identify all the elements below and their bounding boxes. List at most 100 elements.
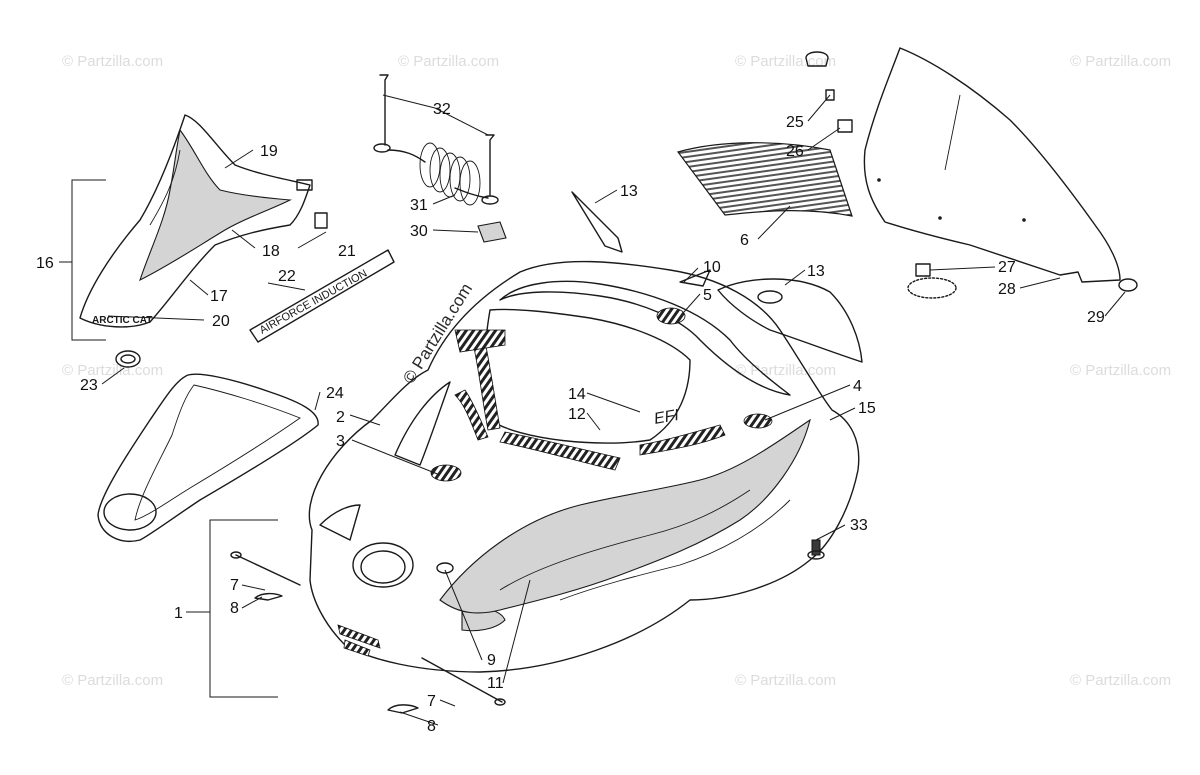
pin-7-upper-head [230, 551, 242, 559]
windshield [863, 47, 1121, 283]
callout-16: 16 [36, 255, 54, 272]
efi-badge: EFI [653, 407, 681, 428]
watermark-text: © Partzilla.com [1070, 53, 1171, 70]
callout-32: 32 [433, 101, 451, 118]
bracket-1 [209, 519, 278, 698]
watermark-grid: © Partzilla.com © Partzilla.com © Partzi… [62, 53, 1171, 689]
callout-3: 3 [336, 433, 345, 450]
callout-29: 29 [1087, 309, 1105, 326]
watermark-text: © Partzilla.com [1070, 672, 1171, 689]
hood-vent-left [469, 329, 501, 431]
windshield-hole [1022, 218, 1026, 222]
washer-32a [373, 143, 391, 153]
hood-logo: ARCTIC CAT [92, 315, 152, 326]
washer-29 [1118, 278, 1138, 292]
watermark-text: © Partzilla.com [62, 53, 163, 70]
callout-8-upper: 8 [230, 600, 239, 617]
windshield-outline [863, 47, 1121, 283]
grommet-23-inner [120, 354, 136, 364]
hood-windshield-rim [499, 280, 791, 396]
callout-25: 25 [786, 114, 804, 131]
callout-4: 4 [853, 378, 862, 395]
seal-24-cup [103, 493, 157, 531]
clip-8-upper [254, 592, 283, 601]
watermark-text: © Partzilla.com [735, 362, 836, 379]
clip-8-lower [387, 704, 419, 714]
decal-oval-3 [430, 464, 462, 482]
decal-10 [679, 269, 711, 287]
callout-15: 15 [858, 400, 876, 417]
screw-32a [379, 74, 389, 146]
watermark-text: © Partzilla.com [398, 53, 499, 70]
pin-7-upper [235, 554, 301, 586]
side-panel-hole [757, 290, 783, 304]
hood-vent-upper [454, 329, 506, 353]
callout-18: 18 [262, 243, 280, 260]
hood-insert-inner [149, 149, 181, 226]
bracket-30 [477, 221, 507, 243]
windshield-hole [938, 216, 942, 220]
screw-25 [825, 89, 835, 101]
callout-21: 21 [338, 243, 356, 260]
hood-assembly: EFI [308, 260, 860, 673]
hood-vent-lower [499, 431, 621, 471]
callout-6: 6 [740, 232, 749, 249]
callout-1: 1 [174, 605, 183, 622]
callout-13-right: 13 [807, 263, 825, 280]
callout-8-lower: 8 [427, 718, 436, 735]
side-flame-graphic [439, 418, 811, 614]
callout-24: 24 [326, 385, 344, 402]
hood-insert-assembly: ARCTIC CAT [79, 114, 328, 328]
pin-7-lower [421, 657, 503, 703]
decal-22-border [249, 249, 395, 343]
callout-2: 2 [336, 409, 345, 426]
side-flame-inner [499, 489, 751, 591]
callouts: 16 19 18 21 22 17 20 23 24 2 3 32 31 30 … [36, 101, 1105, 735]
callout-22: 22 [278, 268, 296, 285]
callout-20: 20 [212, 313, 230, 330]
callout-30: 30 [410, 223, 428, 240]
headlight-lens [360, 550, 406, 584]
side-flame-inner-2 [559, 499, 791, 601]
seal-24-inner [134, 384, 301, 521]
decal-13-upper [571, 191, 623, 253]
watermark-text: © Partzilla.com [735, 672, 836, 689]
callout-14: 14 [568, 386, 586, 403]
watermark-text: © Partzilla.com [62, 362, 163, 379]
hood-vent-side [454, 389, 489, 441]
watermark-text: © Partzilla.com [735, 53, 836, 70]
callout-9: 9 [487, 652, 496, 669]
fastener-33 [811, 539, 821, 556]
fastener-33-washer [807, 550, 825, 560]
decal-oval-5 [656, 307, 686, 325]
side-panel-13 [717, 278, 863, 363]
decal-oval-9 [436, 562, 454, 574]
windshield-hole [877, 178, 881, 182]
hood-vent-right [639, 424, 726, 456]
washer-26 [837, 119, 853, 133]
callout-19: 19 [260, 143, 278, 160]
callout-26: 26 [786, 143, 804, 160]
callout-33: 33 [850, 517, 868, 534]
hood-nose-fin [394, 381, 451, 466]
hood-outline [308, 260, 860, 673]
hood-insert-graphic-19 [139, 128, 293, 282]
coil-spring-31 [419, 142, 481, 206]
decal-oval-4 [743, 413, 773, 429]
headlight-outer [352, 542, 414, 588]
windshield-decal-6 [676, 142, 853, 217]
leader-lines [59, 94, 1126, 726]
cable-31 [387, 149, 489, 199]
callout-7-upper: 7 [230, 577, 239, 594]
grommet-plate [907, 277, 957, 299]
callout-27: 27 [998, 259, 1016, 276]
tab-insert [296, 179, 313, 191]
grommet-27 [915, 263, 931, 277]
front-grille-lower [343, 639, 371, 657]
pin-7-lower-head [494, 698, 506, 706]
windshield-reflection [944, 94, 961, 171]
callout-31: 31 [410, 197, 428, 214]
callout-10: 10 [703, 259, 721, 276]
plug-cap [805, 51, 829, 67]
callout-17: 17 [210, 288, 228, 305]
